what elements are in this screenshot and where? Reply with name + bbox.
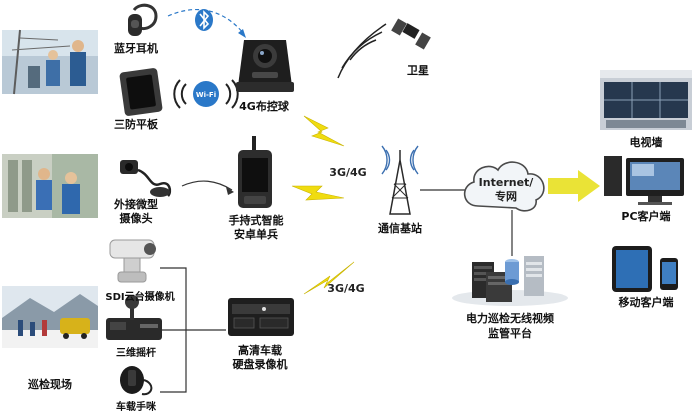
bluetooth-icon [195, 9, 213, 31]
label-car-mic: 车载手咪 [116, 400, 157, 413]
ptz-camera-device [109, 239, 156, 283]
label-inspection-site: 巡检现场 [28, 377, 72, 391]
video-wall-device [600, 70, 692, 130]
label-dvr-1: 高清车载 [238, 343, 282, 357]
satellite-icon [337, 18, 431, 79]
label-rugged-tablet: 三防平板 [114, 117, 159, 131]
label-base-station: 通信基站 [378, 221, 422, 235]
signal-bolt-lower [303, 261, 355, 295]
labels: 蓝牙耳机 三防平板 4G布控球 卫星 外接微型 摄像头 手持式智能 安卓单兵 3… [28, 41, 674, 413]
bluetooth-headset-device [128, 3, 158, 36]
vehicle-dvr-device [228, 298, 294, 336]
joystick-device [106, 295, 162, 340]
camera-arrow-head [226, 187, 234, 195]
photo-power-lines [2, 29, 98, 95]
label-mobile-client: 移动客户端 [619, 295, 674, 309]
label-dome-camera: 4G布控球 [239, 99, 290, 113]
label-bluetooth-headset: 蓝牙耳机 [114, 41, 158, 55]
label-dvr-2: 硬盘录像机 [233, 357, 288, 371]
server-platform-device [452, 256, 568, 306]
label-cloud-2: 专网 [495, 189, 517, 203]
label-pc-client: PC客户端 [621, 209, 670, 223]
signal-bolt-upper [303, 115, 345, 147]
label-external-cam-2: 摄像头 [120, 211, 153, 225]
photo-substation-room [2, 154, 98, 218]
label-cloud-1: Internet/ [479, 176, 535, 189]
cloud-icon [463, 161, 545, 212]
radio-tower-icon [381, 145, 419, 215]
label-ptz-camera: SDI云台摄像机 [105, 290, 174, 303]
handheld-unit-device [238, 136, 272, 208]
label-external-cam-1: 外接微型 [113, 197, 158, 211]
photo-inspection-site [2, 286, 98, 348]
label-satellite: 卫星 [407, 64, 429, 77]
dome-camera-device [236, 40, 294, 92]
wifi-badge-text: Wi-Fi [196, 91, 216, 99]
bluetooth-arrow-head [238, 29, 246, 38]
output-arrow [548, 170, 600, 202]
connectors [160, 8, 513, 393]
car-mic-device [120, 366, 153, 396]
camera-to-handheld-arrow [181, 180, 233, 191]
mobile-client-device [612, 246, 678, 292]
label-joystick: 三维摇杆 [116, 346, 156, 359]
label-network-upper: 3G/4G [329, 166, 366, 179]
bluetooth-link [167, 8, 245, 35]
wifi-icon: Wi-Fi [173, 79, 239, 109]
label-platform-1: 电力巡检无线视频 [466, 311, 554, 325]
rugged-tablet-device [119, 68, 163, 116]
label-network-lower: 3G/4G [327, 282, 364, 295]
micro-camera-device [120, 160, 172, 197]
label-platform-2: 监管平台 [488, 326, 532, 340]
label-handheld-1: 手持式智能 [229, 213, 284, 227]
pc-client-device [604, 156, 684, 205]
label-video-wall: 电视墙 [630, 135, 663, 149]
signal-bolt-middle [291, 185, 345, 201]
label-handheld-2: 安卓单兵 [234, 227, 278, 241]
